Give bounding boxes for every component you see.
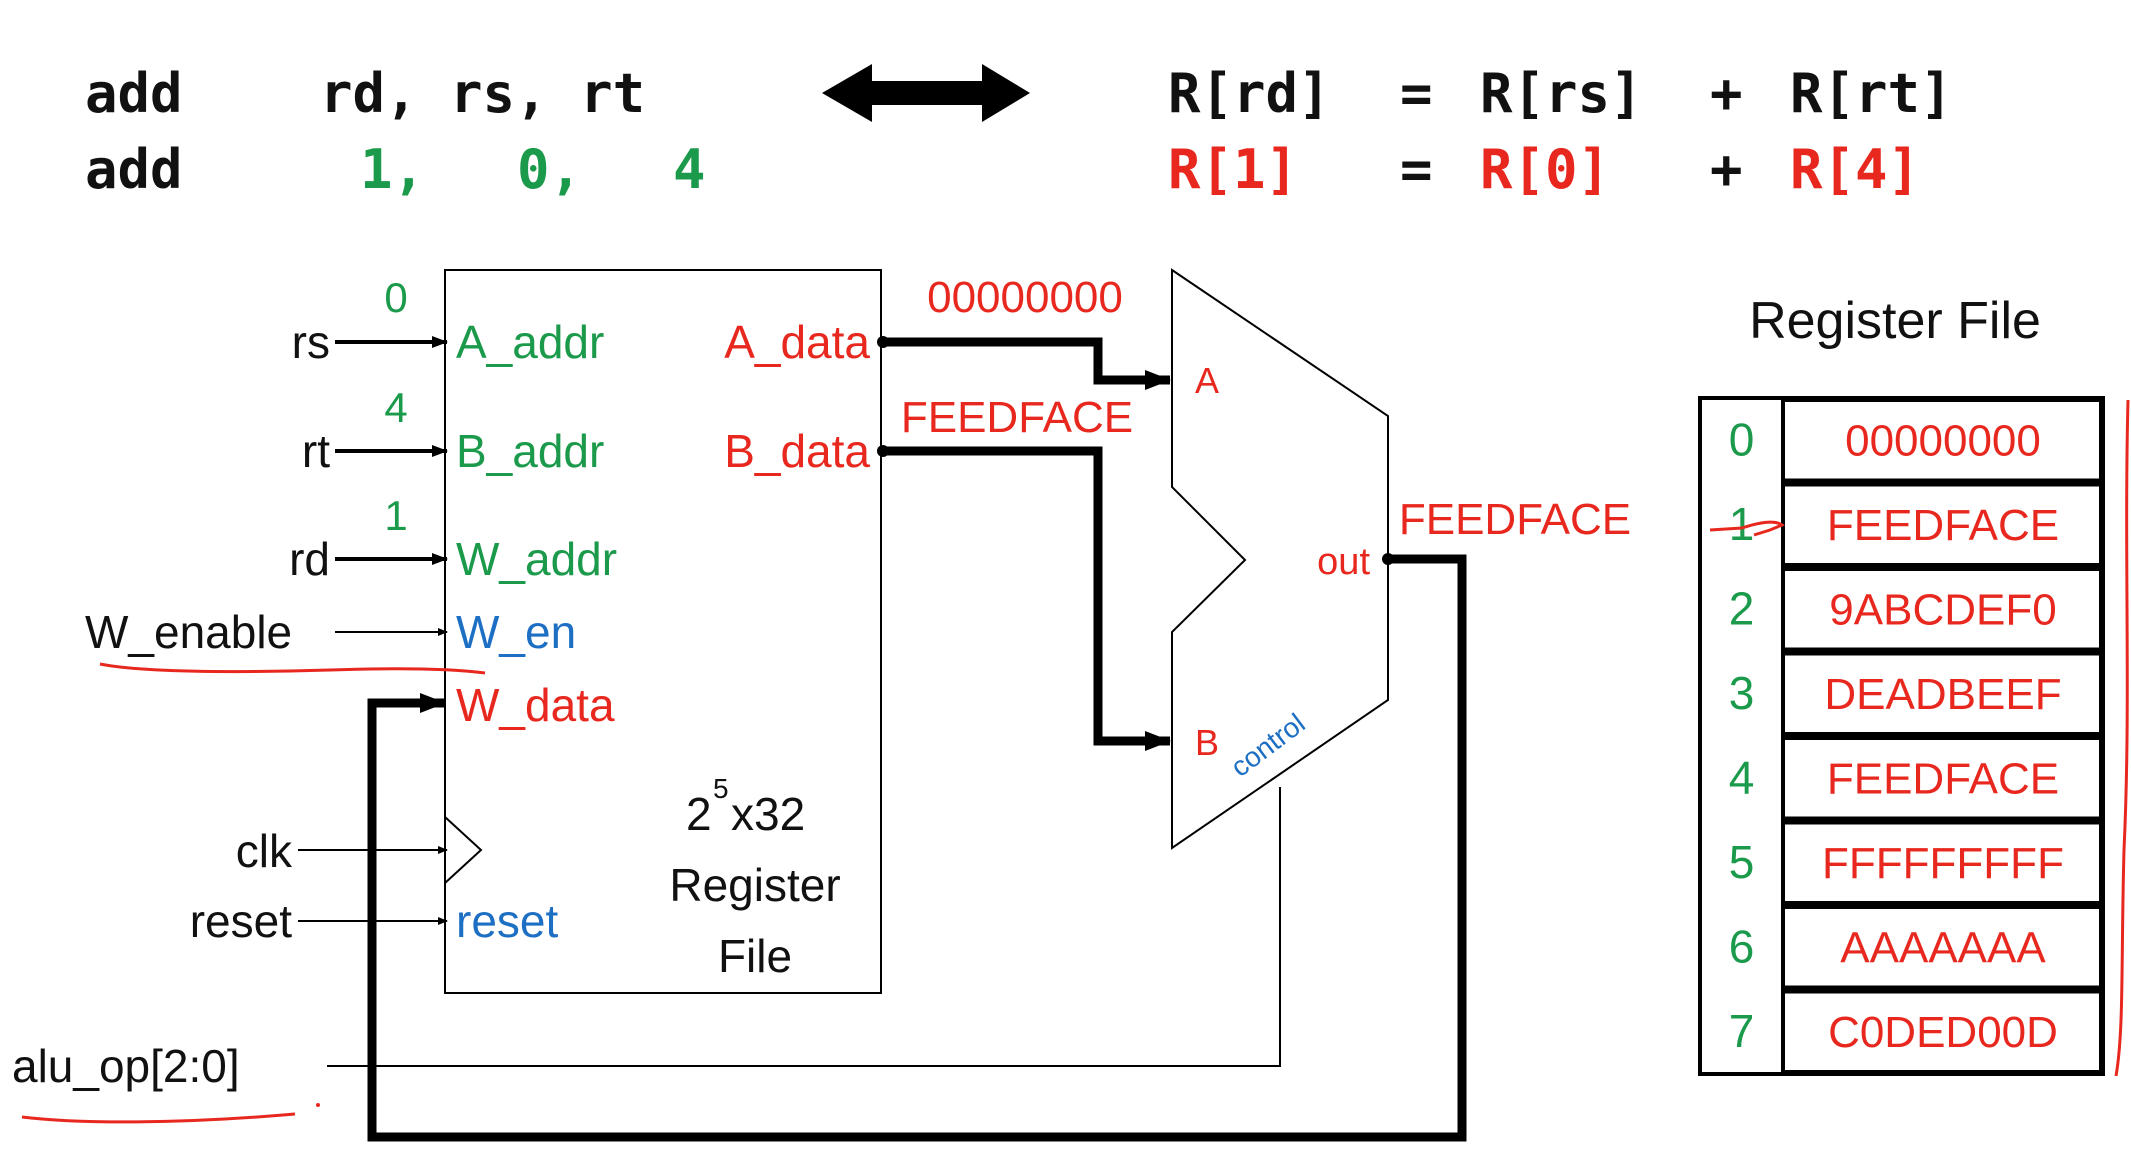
input-value-rs: 0 — [384, 274, 407, 321]
register-row: 7 C0DED00D — [1729, 989, 2103, 1074]
alu-shape — [1171, 268, 1389, 850]
register-index: 6 — [1729, 920, 1755, 972]
row-pointer-mark — [1709, 520, 1786, 537]
register-value-cell — [1781, 989, 2103, 1074]
instr-op-2: add — [85, 138, 183, 201]
input-label-alu-op: alu_op[2:0] — [12, 1040, 240, 1092]
alu-op-underline — [21, 1112, 296, 1124]
register-value: 9ABCDEF0 — [1829, 585, 2056, 634]
register-value-cell — [1781, 736, 2103, 821]
input-label-rt: rt — [302, 425, 330, 477]
clock-triangle-icon — [444, 816, 483, 884]
port-a-data: A_data — [724, 316, 870, 368]
instr-op-1: add — [85, 62, 183, 125]
eq2-dest: R[1] — [1168, 138, 1298, 201]
eq1-dest: R[rd] — [1168, 62, 1331, 125]
port-w-en: W_en — [456, 606, 576, 658]
input-label-rd: rd — [289, 533, 330, 585]
register-file-block: A_addr B_addr W_addr W_en W_data reset A… — [444, 269, 882, 994]
register-row: 1 FEEDFACE — [1729, 482, 2103, 567]
register-value: FFFFFFFFF — [1822, 839, 2064, 888]
eq1-src1: R[rs] — [1480, 62, 1643, 125]
eq1-src2: R[rt] — [1790, 62, 1953, 125]
input-label-reset: reset — [190, 895, 292, 947]
register-index: 0 — [1729, 413, 1755, 465]
input-value-rt: 4 — [384, 384, 407, 431]
rf-size-exponent: 5 — [713, 773, 729, 804]
instr-operands-1: rd, rs, rt — [320, 62, 645, 125]
alu-out-value: FEEDFACE — [1399, 495, 1631, 544]
register-value: C0DED00D — [1828, 1008, 2058, 1057]
register-value: FEEDFACE — [1827, 501, 2059, 550]
alu-input-a-label: A — [1195, 360, 1219, 401]
port-b-addr: B_addr — [456, 425, 604, 477]
register-index: 3 — [1729, 667, 1755, 719]
register-value-cell — [1781, 567, 2103, 652]
double-arrow-icon — [822, 64, 1030, 122]
register-table-title: Register File — [1749, 292, 2041, 350]
a-data-value: 00000000 — [927, 273, 1123, 322]
input-label-clk: clk — [236, 825, 293, 877]
register-index: 1 — [1729, 498, 1755, 550]
register-value: FEEDFACE — [1827, 754, 2059, 803]
alu-out-label: out — [1317, 541, 1370, 583]
b-data-value: FEEDFACE — [901, 393, 1133, 442]
eq2-equals: = — [1400, 138, 1433, 201]
w-enable-underline — [99, 662, 486, 675]
input-value-rd: 1 — [384, 492, 407, 539]
eq2-src2: R[4] — [1790, 138, 1920, 201]
register-file-inputs: rs 0 rt 4 rd 1 W_enable clk reset — [85, 274, 486, 947]
table-side-bracket — [2114, 399, 2130, 1077]
register-value-cell — [1781, 482, 2103, 567]
instr-operand-rd: 1, — [360, 138, 425, 201]
datapath-wires: 00000000 FEEDFACE FEEDFACE alu_op[2:0] — [12, 273, 1631, 1142]
instr-operand-rs: 0, — [517, 138, 582, 201]
port-w-addr: W_addr — [456, 533, 617, 585]
port-reset: reset — [456, 895, 558, 947]
eq1-equals: = — [1400, 62, 1433, 125]
register-value-cell — [1781, 905, 2103, 990]
rf-size-base: 2 — [686, 788, 712, 840]
register-row: 5 FFFFFFFFF — [1729, 820, 2103, 905]
port-w-data: W_data — [456, 679, 615, 731]
eq2-src1: R[0] — [1480, 138, 1610, 201]
register-value: 00000000 — [1845, 416, 2041, 465]
register-row: 2 9ABCDEF0 — [1729, 567, 2103, 652]
input-label-rs: rs — [292, 316, 330, 368]
register-index: 2 — [1729, 582, 1755, 634]
alu: A B out control — [1171, 268, 1389, 850]
register-value: AAAAAAA — [1840, 923, 2046, 972]
register-row: 4 FEEDFACE — [1729, 736, 2103, 821]
port-b-data: B_data — [724, 425, 870, 477]
register-index: 7 — [1729, 1005, 1755, 1057]
eq1-plus: + — [1710, 62, 1743, 125]
rf-title-file: File — [718, 930, 792, 982]
input-label-w-enable: W_enable — [85, 606, 292, 658]
instruction-header: add rd, rs, rt add 1, 0, 4 R[rd] = R[rs]… — [85, 62, 1953, 201]
register-index: 5 — [1729, 836, 1755, 888]
register-value: DEADBEEF — [1824, 670, 2061, 719]
port-a-addr: A_addr — [456, 316, 604, 368]
rf-size-rest: x32 — [731, 788, 805, 840]
alu-input-b-label: B — [1195, 722, 1219, 763]
register-row: 3 DEADBEEF — [1729, 651, 2103, 736]
register-table-frame — [1698, 396, 2105, 1076]
instr-operand-rt: 4 — [673, 138, 706, 201]
register-index: 4 — [1729, 751, 1755, 803]
rf-title-register: Register — [669, 859, 840, 911]
eq2-plus: + — [1710, 138, 1743, 201]
register-row: 6 AAAAAAA — [1729, 905, 2103, 990]
